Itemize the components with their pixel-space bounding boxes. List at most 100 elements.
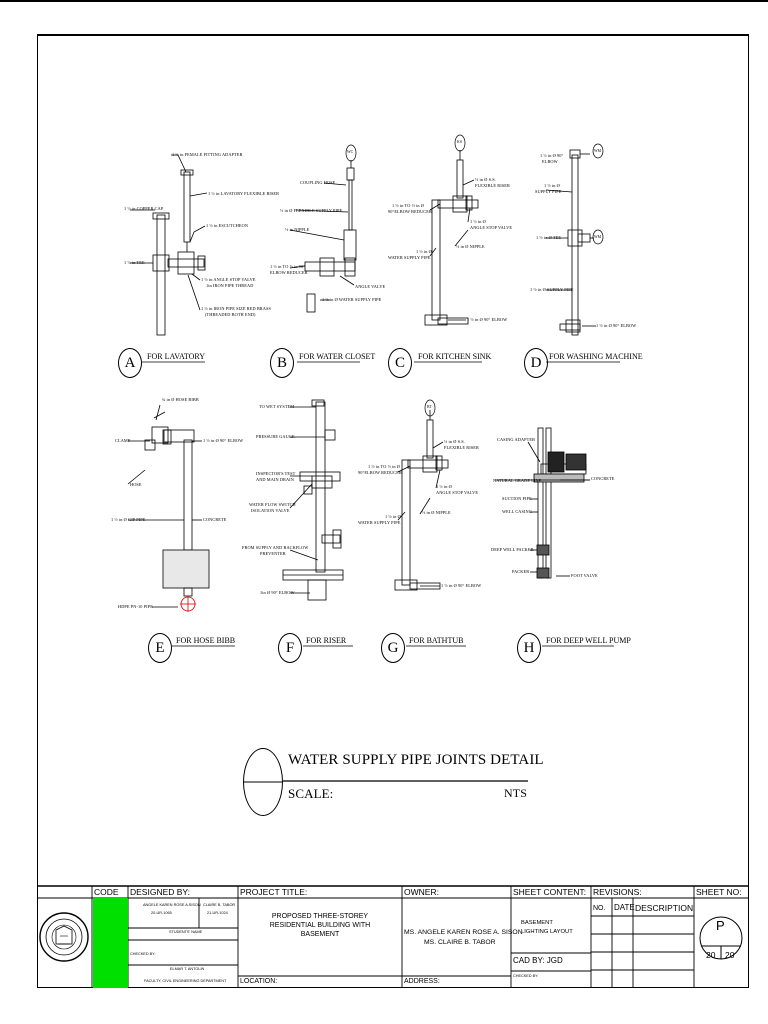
label-f-4: WATER FLOW SWITCH <box>249 502 296 507</box>
detail-f-drawing <box>282 399 344 601</box>
label-c-1: FLEXIBLE RISER <box>475 183 510 188</box>
label-c-7: 1 ½ in Ø <box>416 249 432 254</box>
label-d-5: 1 ½ in Ø SUPPLY PIPE <box>530 287 574 292</box>
tb-sheet-letter: P <box>716 918 725 933</box>
label-c-6: ½ in Ø NIPPLE <box>456 244 485 249</box>
marker-wm: WM <box>594 149 602 153</box>
label-h-2: CONCRETE <box>591 476 615 481</box>
label-c-3: 90°ELBOW REDUCER <box>388 209 432 214</box>
marker-bt: BT <box>427 405 433 409</box>
label-g-8: WATER SUPPLY PIPE <box>358 520 401 525</box>
label-h-1: NATURAL GRADE LINE <box>493 478 542 483</box>
label-c-4: 1 ½ in Ø <box>470 219 486 224</box>
callout-g: G <box>381 633 405 663</box>
label-f-3: AND MAIN DRAIN <box>256 477 294 482</box>
label-e-2: 1 ½ in Ø 90° ELBOW <box>203 438 244 443</box>
label-g-2: 1 ½ in TO ½ in Ø <box>368 464 400 469</box>
tb-sheet-content-label: SHEET CONTENT: <box>513 887 587 897</box>
label-g-0: ½ in Ø S.S. <box>444 439 465 444</box>
label-h-3: SUCTION PIPE <box>502 496 532 501</box>
label-g-3: 90°ELBOW REDUCER <box>358 470 402 475</box>
label-f-0: TO WET SYSTEM <box>259 404 295 409</box>
caption-a: FOR LAVATORY <box>147 352 206 361</box>
caption-f: FOR RISER <box>306 636 347 645</box>
tb-designer2-name: CLAIRE B. TABOR <box>203 903 236 907</box>
label-f-6: FROM SUPPLY AND BACKFLOW <box>242 545 309 550</box>
label-h-0: CASING ADAPTER <box>497 437 536 442</box>
label-a-3: 1 ½ in ESCUTCHEON <box>206 223 249 228</box>
scale-value: NTS <box>504 786 527 800</box>
callout-d: D <box>524 348 548 378</box>
callout-b: B <box>270 348 294 378</box>
tb-rev-desc: DESCRIPTION <box>635 903 694 913</box>
label-d-3: SUPPLY PIPE <box>535 189 562 194</box>
caption-g: FOR BATHTUB <box>409 636 464 645</box>
caption-c: FOR KITCHEN SINK <box>418 352 492 361</box>
label-a-2: 1 ½ in LAVATORY FLEXIBLE RISER <box>208 191 280 196</box>
tb-checked-by-label: CHECKED BY: <box>130 952 156 956</box>
top-rule <box>0 0 768 2</box>
label-h-4: WELL CASING <box>502 509 532 514</box>
caption-b: FOR WATER CLOSET <box>299 352 376 361</box>
tb-cad-by: CAD BY: JGD <box>513 956 563 965</box>
label-f-5: ISOLATION VALVE <box>251 508 290 513</box>
label-d-0: 1 ½ in Ø 90° <box>540 153 564 158</box>
label-b-2: ½ in NIPPLE <box>285 227 310 232</box>
label-c-8: WATER SUPPLY PIPE <box>388 255 431 260</box>
tb-owner1: MS. ANGELE KAREN ROSE A. SISON <box>404 929 523 936</box>
tb-code-label: CODE <box>94 887 119 897</box>
tb-rev-date: DATE <box>614 903 635 912</box>
tb-sheet-num: 20 <box>706 950 716 960</box>
label-f-7: PREVENTER <box>260 551 286 556</box>
label-h-7: FOOT VALVE <box>571 573 598 578</box>
label-b-1: ½ in Ø FLEXIBLE SUPPLY PIPE <box>280 208 343 213</box>
tb-address-label: ADDRESS: <box>404 978 440 985</box>
tb-sheet-total: 20 <box>725 950 735 960</box>
drawing-sheet-border <box>37 34 749 988</box>
marker-wm-2: WM <box>594 235 602 239</box>
label-d-2: 1 ½ in Ø <box>544 183 560 188</box>
scale-label: SCALE: <box>288 786 334 801</box>
tb-project-title: PROPOSED THREE-STOREY RESIDENTIAL BUILDI… <box>269 913 371 938</box>
tb-rev-no: NO. <box>593 905 606 912</box>
label-g-1: FLEXIBLE RISER <box>444 445 479 450</box>
drawing-title: WATER SUPPLY PIPE JOINTS DETAIL <box>288 752 544 768</box>
title-callout-circle <box>243 748 283 816</box>
detail-g-drawing <box>394 410 449 591</box>
tb-designed-by-label: DESIGNED BY: <box>130 887 190 897</box>
callout-h: H <box>517 633 541 663</box>
tb-students-name-label: STUDENTS' NAME <box>169 930 203 934</box>
caption-d: FOR WASHING MACHINE <box>549 352 643 361</box>
label-c-0: ½ in Ø S.S. <box>475 177 496 182</box>
tb-owner2: MS. CLAIRE B. TABOR <box>424 939 496 946</box>
detail-e-drawing <box>127 404 210 608</box>
callout-f: F <box>278 633 302 663</box>
label-a-1: 1 ½ in COPPER CAP <box>124 206 164 211</box>
label-a-7: 1 ½ in IRON PIPE SIZE RED BRASS <box>201 306 271 311</box>
tb-designer2-id: 21-UR-1024 <box>207 911 228 915</box>
label-b-0: COUPLING HOSE <box>300 180 336 185</box>
label-a-4: 1 ½ in TEE <box>124 260 145 265</box>
label-f-2: INSPECTOR'S TEST <box>256 471 296 476</box>
label-a-8: (THREADED BOTH END) <box>205 312 256 317</box>
tb-designer1-id: 20-UR-1065 <box>151 911 172 915</box>
label-a-0: 1 ½ in FEMALE FITTING ADAPTER <box>172 152 243 157</box>
tb-sheet-no-label: SHEET NO: <box>696 887 742 897</box>
label-e-6: HDPE PN-10 PIPE <box>118 604 153 609</box>
label-e-4: 1 ½ in Ø GIP PIPE <box>111 517 146 522</box>
label-c-9: 1 ½ in Ø 90° ELBOW <box>467 317 508 322</box>
label-e-0: ¾ in Ø HOSE BIBB <box>162 397 199 402</box>
tb-designer1-name: ANGELE KAREN ROSE A.SISON <box>143 903 201 907</box>
label-g-6: ½ in Ø NIPPLE <box>422 510 451 515</box>
label-b-6: 1 ½ in Ø WATER SUPPLY PIPE <box>322 297 382 302</box>
label-d-1: ELBOW <box>542 159 558 164</box>
label-h-6: PACKER <box>512 569 530 574</box>
code-color-block <box>93 898 128 988</box>
label-e-5: CONCRETE <box>203 517 227 522</box>
detail-c-drawing <box>424 150 479 326</box>
label-e-1: CLAMP <box>115 438 131 443</box>
label-c-5: ANGLE STOP VALVE <box>470 225 513 230</box>
callout-c: C <box>388 348 412 378</box>
label-f-1: PRESSURE GAUGE <box>256 434 295 439</box>
